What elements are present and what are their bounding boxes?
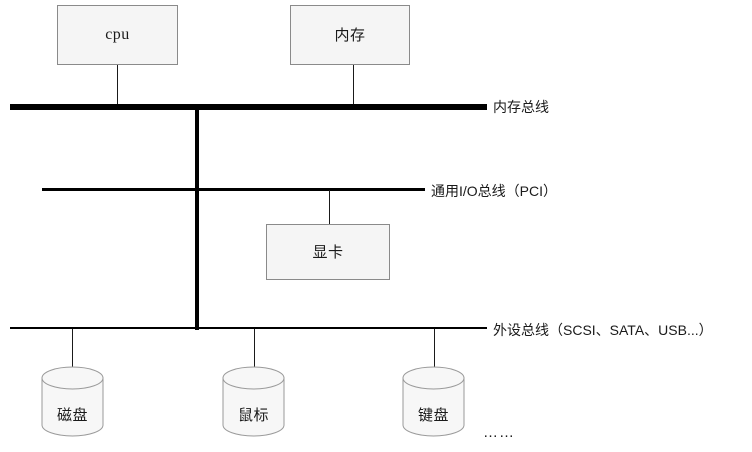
memory-box-label: 内存 xyxy=(334,26,366,44)
mouse-cylinder-shape xyxy=(222,366,285,437)
gpu-to-io-bus-connector xyxy=(329,190,330,224)
disk-cylinder-label: 磁盘 xyxy=(56,407,88,424)
keyboard-cylinder-shape xyxy=(402,366,465,437)
io-bus-line xyxy=(42,188,425,191)
gpu-box[interactable]: 显卡 xyxy=(266,224,390,280)
peripheral-bus-line xyxy=(10,327,487,329)
mouse-cylinder-label: 鼠标 xyxy=(237,407,269,424)
memory-to-memory-bus-connector xyxy=(353,65,354,108)
peripheral-bus-label: 外设总线（SCSI、SATA、USB...） xyxy=(493,322,713,338)
memory-bus-line xyxy=(10,104,487,110)
keyboard-cylinder-label: 键盘 xyxy=(417,407,449,424)
io-bus-label: 通用I/O总线（PCI） xyxy=(431,183,558,199)
memory-bus-label: 内存总线 xyxy=(493,99,549,115)
mouse-cylinder[interactable]: 鼠标 xyxy=(222,366,285,437)
cpu-to-memory-bus-connector xyxy=(117,65,118,108)
disk-cylinder-shape xyxy=(41,366,104,437)
mouse-to-peripheral-bus-connector xyxy=(254,329,255,367)
vertical-bus-trunk xyxy=(195,107,199,330)
keyboard-to-peripheral-bus-connector xyxy=(434,329,435,367)
cpu-box-label: cpu xyxy=(105,26,130,43)
memory-box[interactable]: 内存 xyxy=(290,5,410,65)
keyboard-cylinder[interactable]: 键盘 xyxy=(402,366,465,437)
more-peripherals-indicator: …… xyxy=(483,424,515,441)
disk-to-peripheral-bus-connector xyxy=(72,329,73,367)
cpu-box[interactable]: cpu xyxy=(57,5,178,65)
gpu-box-label: 显卡 xyxy=(312,243,344,261)
disk-cylinder[interactable]: 磁盘 xyxy=(41,366,104,437)
